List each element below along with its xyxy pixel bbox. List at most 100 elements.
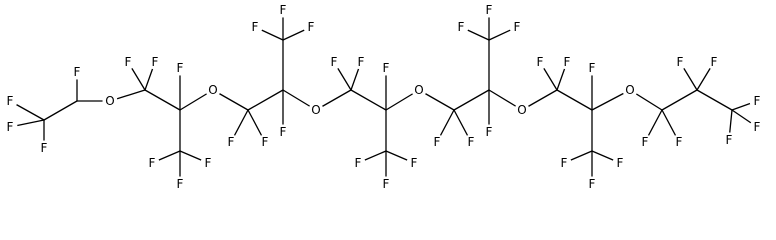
atom-f30: F [559,54,575,70]
atom-f20: F [350,155,366,171]
fluorine-label: F [411,156,418,170]
atom-label-background [406,155,422,171]
fluorine-label: F [41,141,48,155]
fluorine-label: F [177,61,184,75]
bond-c6-c7 [247,89,284,111]
atom-f6: F [147,54,163,70]
oxygen-label: O [414,83,423,97]
atom-label-background [612,155,628,171]
atom-o4: O [411,82,427,98]
atom-f2: F [2,93,18,109]
atom-f40: F [749,93,765,109]
atom-label-background [275,2,291,18]
fluorine-label: F [711,55,718,69]
atom-label-background [672,54,688,70]
bond-c3-c4 [144,89,181,111]
fluorine-label: F [514,20,521,34]
fluorine-label: F [754,94,761,108]
fluorine-label: F [458,20,465,34]
fluorine-label: F [308,20,315,34]
atom-f5: F [120,54,136,70]
fluorine-label: F [677,55,684,69]
fluorine-label: F [434,135,441,149]
atom-label-background [247,19,263,35]
atom-f28: F [509,19,525,35]
atom-label-background [584,176,600,192]
atom-label-background [102,93,118,109]
atom-f39: F [721,132,737,148]
atom-label-background [378,60,394,76]
atom-label-background [308,102,324,118]
atom-label-background [411,82,427,98]
atom-f12: F [257,134,273,150]
fluorine-label: F [228,135,235,149]
fluorine-label: F [383,177,390,191]
fluorine-label: F [355,156,362,170]
atom-f16: F [303,19,319,35]
atom-f41: F [749,119,765,135]
atom-f29: F [532,54,548,70]
atom-f31: F [584,60,600,76]
atom-f17: F [326,54,342,70]
atom-label-background [205,82,221,98]
bond-c18-c19 [661,89,698,111]
fluorine-label: F [486,125,493,139]
atom-label-background [200,155,216,171]
atom-label-background [257,134,273,150]
atom-label-background [36,140,52,156]
atom-f15: F [275,2,291,18]
fluorine-label: F [125,55,132,69]
atom-label-background [514,102,530,118]
fluorine-label: F [642,135,649,149]
atom-label-background [2,119,18,135]
atom-f1: F [69,64,85,80]
atom-label-background [453,19,469,35]
fluorine-label: F [262,135,269,149]
fluorine-label: F [7,120,14,134]
atom-f33: F [584,176,600,192]
oxygen-label: O [311,103,320,117]
fluorine-label: F [486,3,493,17]
atom-label-background [637,134,653,150]
atom-label-background [144,155,160,171]
fluorine-label: F [617,156,624,170]
atom-f8: F [144,155,160,171]
atom-f35: F [637,134,653,150]
bond-c19-c20 [696,89,733,111]
bond-c9-c10 [350,89,387,111]
atom-label-background [481,2,497,18]
atom-f27: F [481,2,497,18]
atom-o6: O [622,82,638,98]
atom-f11: F [223,134,239,150]
atom-label-background [749,93,765,109]
atom-f18: F [353,54,369,70]
atom-f26: F [453,19,469,35]
fluorine-label: F [177,177,184,191]
atom-label-background [378,176,394,192]
atom-label-background [69,64,85,80]
atom-f9: F [172,176,188,192]
atom-f22: F [406,155,422,171]
atom-f4: F [36,140,52,156]
atom-f19: F [378,60,394,76]
atom-label-background [532,54,548,70]
bond-c15-c16 [556,89,593,111]
atom-f24: F [463,134,479,150]
atom-f3: F [2,119,18,135]
fluorine-label: F [589,61,596,75]
atom-f10: F [200,155,216,171]
atom-label-background [147,54,163,70]
atom-label-background [353,54,369,70]
atom-label-background [429,134,445,150]
atom-label-background [463,134,479,150]
atom-label-background [559,54,575,70]
oxygen-label: O [105,94,114,108]
atom-f37: F [672,54,688,70]
fluorine-label: F [561,156,568,170]
atom-f32: F [556,155,572,171]
atom-f23: F [429,134,445,150]
atom-f36: F [671,134,687,150]
oxygen-label: O [208,83,217,97]
